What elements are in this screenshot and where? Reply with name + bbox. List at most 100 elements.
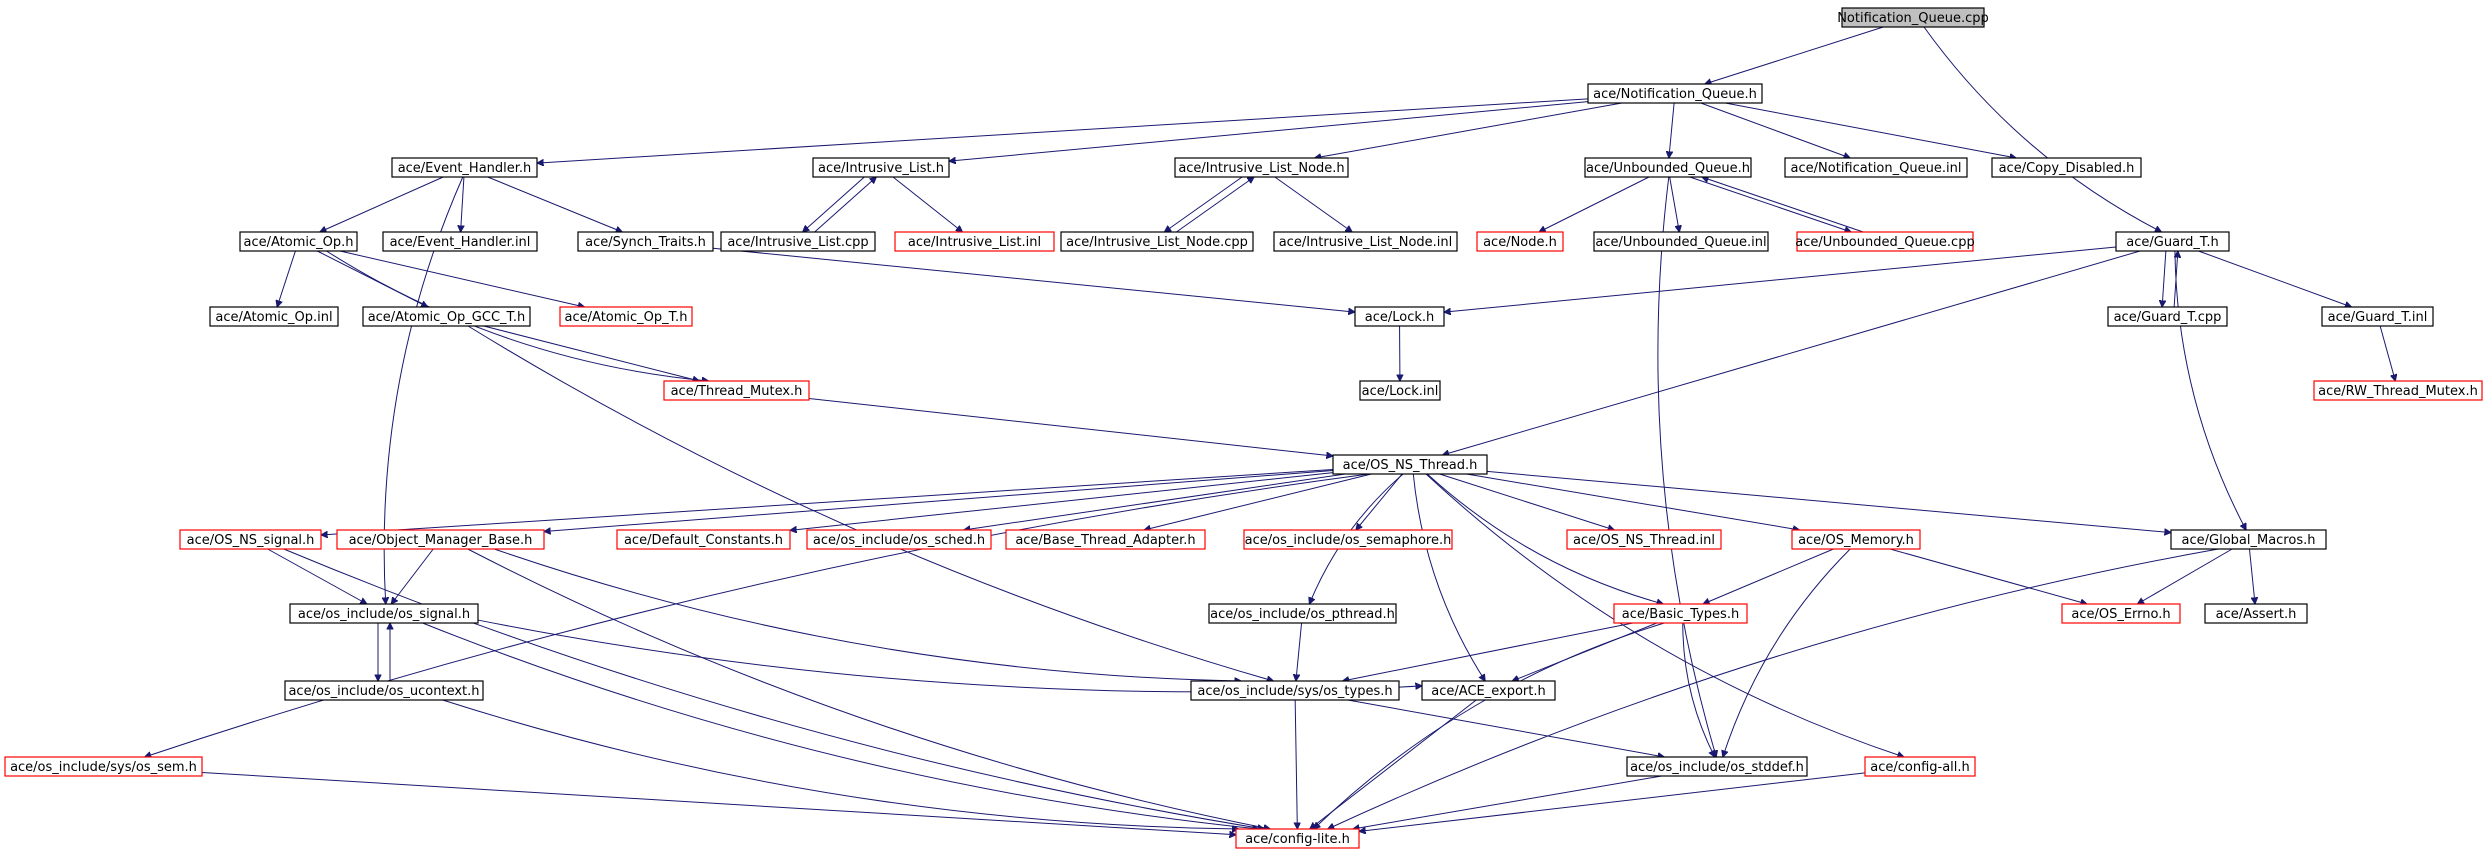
node-box	[2170, 529, 2327, 550]
edge-osnst-to-cfgall	[1425, 473, 1904, 757]
node-box	[1991, 157, 2142, 178]
node-root[interactable]: Notification_Queue.cpp	[1837, 7, 1989, 28]
node-box	[616, 529, 791, 550]
edge-nqh-to-cdh	[1725, 102, 2016, 158]
node-nqinl[interactable]: ace/Notification_Queue.inl	[1784, 157, 1968, 178]
node-aoh[interactable]: ace/Atomic_Op.h	[239, 231, 358, 252]
edge-osmem-to-bt	[1703, 548, 1834, 604]
edge-osnst-to-bta	[1144, 473, 1372, 530]
node-label: ace/Base_Thread_Adapter.h	[1015, 533, 1195, 548]
node-tmh[interactable]: ace/Thread_Mutex.h	[663, 380, 810, 401]
node-ilninl[interactable]: ace/Intrusive_List_Node.inl	[1273, 231, 1458, 252]
edge-uqcpp-to-uqh	[1702, 177, 1864, 233]
node-label: ace/OS_NS_Thread.h	[1343, 458, 1478, 473]
node-aoth[interactable]: ace/Atomic_Op_T.h	[559, 306, 693, 327]
node-box	[577, 231, 714, 252]
node-label: ace/OS_NS_signal.h	[187, 533, 315, 548]
node-box	[1005, 529, 1206, 550]
node-sth[interactable]: ace/Synch_Traits.h	[577, 231, 714, 252]
node-label: ace/config-all.h	[1870, 760, 1970, 775]
node-sem[interactable]: ace/os_include/os_semaphore.h	[1243, 529, 1453, 550]
node-ossem[interactable]: ace/os_include/sys/os_sem.h	[4, 756, 203, 777]
edge-osnssig-to-ossig	[267, 548, 367, 604]
node-lockh[interactable]: ace/Lock.h	[1354, 306, 1445, 327]
node-assert[interactable]: ace/Assert.h	[2204, 603, 2308, 624]
edge-uqh-to-uqinl	[1669, 176, 1680, 232]
node-label: ace/config-lite.h	[1245, 832, 1350, 847]
node-osnst[interactable]: ace/OS_NS_Thread.h	[1332, 454, 1488, 475]
node-box	[4, 756, 203, 777]
node-errno[interactable]: ace/OS_Errno.h	[2061, 603, 2181, 624]
node-box	[1587, 83, 1763, 104]
node-ilcpp[interactable]: ace/Intrusive_List.cpp	[720, 231, 876, 252]
node-ilinl[interactable]: ace/Intrusive_List.inl	[894, 231, 1055, 252]
node-bt[interactable]: ace/Basic_Types.h	[1613, 603, 1748, 624]
node-omb[interactable]: ace/Object_Manager_Base.h	[336, 529, 545, 550]
node-label: ace/Intrusive_List_Node.h	[1178, 161, 1344, 176]
node-cfgall[interactable]: ace/config-all.h	[1864, 756, 1976, 777]
node-gtcpp[interactable]: ace/Guard_T.cpp	[2107, 306, 2228, 327]
edge-osnst-to-sched	[964, 473, 1346, 530]
node-label: ace/Unbounded_Queue.h	[1586, 161, 1750, 176]
edge-evh-to-aoh	[320, 176, 444, 232]
node-box	[362, 306, 531, 327]
edge-gm-to-cfglite	[1328, 548, 2219, 829]
node-ucx[interactable]: ace/os_include/os_ucontext.h	[284, 680, 484, 701]
node-osmem[interactable]: ace/OS_Memory.h	[1791, 529, 1921, 550]
node-evh[interactable]: ace/Event_Handler.h	[391, 157, 538, 178]
edge-evh-to-evhinl	[461, 176, 464, 232]
node-label: ace/Intrusive_List.h	[818, 161, 944, 176]
node-ilnh[interactable]: ace/Intrusive_List_Node.h	[1174, 157, 1349, 178]
node-box	[1584, 157, 1752, 178]
node-box	[391, 157, 538, 178]
edge-evh-to-sth	[487, 176, 623, 232]
node-box	[1243, 529, 1453, 550]
node-label: ace/Synch_Traits.h	[585, 235, 706, 250]
node-nqh[interactable]: ace/Notification_Queue.h	[1587, 83, 1763, 104]
node-box	[1791, 529, 1921, 550]
node-label: ace/os_include/os_signal.h	[298, 607, 470, 622]
edge-ossig-to-cfglite	[422, 622, 1259, 829]
node-stddef[interactable]: ace/os_include/os_stddef.h	[1626, 756, 1808, 777]
node-label: ace/Intrusive_List.inl	[908, 235, 1041, 250]
node-defc[interactable]: ace/Default_Constants.h	[616, 529, 791, 550]
node-ostypes[interactable]: ace/os_include/sys/os_types.h	[1190, 680, 1400, 701]
node-ilh[interactable]: ace/Intrusive_List.h	[812, 157, 950, 178]
node-rwtm[interactable]: ace/RW_Thread_Mutex.h	[2313, 380, 2483, 401]
node-label: ace/os_include/os_pthread.h	[1210, 607, 1395, 622]
node-bta[interactable]: ace/Base_Thread_Adapter.h	[1005, 529, 1206, 550]
node-box	[1060, 231, 1254, 252]
node-aogcc[interactable]: ace/Atomic_Op_GCC_T.h	[362, 306, 531, 327]
node-cfglite[interactable]: ace/config-lite.h	[1235, 828, 1360, 849]
edge-uqh-to-uqcpp	[1689, 176, 1851, 232]
node-uqh[interactable]: ace/Unbounded_Queue.h	[1584, 157, 1752, 178]
node-box	[336, 529, 545, 550]
edge-tmh-to-osnst	[808, 397, 1333, 456]
edge-osnst-to-bt	[1426, 473, 1663, 604]
node-evhinl[interactable]: ace/Event_Handler.inl	[382, 231, 538, 252]
node-sched[interactable]: ace/os_include/os_sched.h	[806, 529, 992, 550]
node-gth[interactable]: ace/Guard_T.h	[2115, 231, 2230, 252]
edge-osnst-to-osmem	[1466, 473, 1799, 530]
node-ossig[interactable]: ace/os_include/os_signal.h	[289, 603, 479, 624]
node-label: ace/os_include/os_sched.h	[813, 533, 985, 548]
node-pth[interactable]: ace/os_include/os_pthread.h	[1208, 603, 1397, 624]
node-uqinl[interactable]: ace/Unbounded_Queue.inl	[1593, 231, 1769, 252]
node-ilncpp[interactable]: ace/Intrusive_List_Node.cpp	[1060, 231, 1254, 252]
node-cdh[interactable]: ace/Copy_Disabled.h	[1991, 157, 2142, 178]
node-nodeh[interactable]: ace/Node.h	[1476, 231, 1564, 252]
node-osnstinl[interactable]: ace/OS_NS_Thread.inl	[1566, 529, 1722, 550]
node-aoinl[interactable]: ace/Atomic_Op.inl	[209, 306, 339, 327]
node-box	[1566, 529, 1722, 550]
edge-uqh-to-stddef	[1657, 176, 1716, 757]
node-box	[1593, 231, 1769, 252]
node-box	[1174, 157, 1349, 178]
node-label: ace/Atomic_Op.inl	[215, 310, 332, 325]
node-lockinl[interactable]: ace/Lock.inl	[1359, 380, 1441, 401]
node-aceexp[interactable]: ace/ACE_export.h	[1421, 680, 1556, 701]
edge-gm-to-errno	[2137, 548, 2233, 604]
node-uqcpp[interactable]: ace/Unbounded_Queue.cpp	[1795, 231, 1975, 252]
node-osnssig[interactable]: ace/OS_NS_signal.h	[179, 529, 322, 550]
node-gtinl[interactable]: ace/Guard_T.inl	[2321, 306, 2434, 327]
node-gm[interactable]: ace/Global_Macros.h	[2170, 529, 2327, 550]
